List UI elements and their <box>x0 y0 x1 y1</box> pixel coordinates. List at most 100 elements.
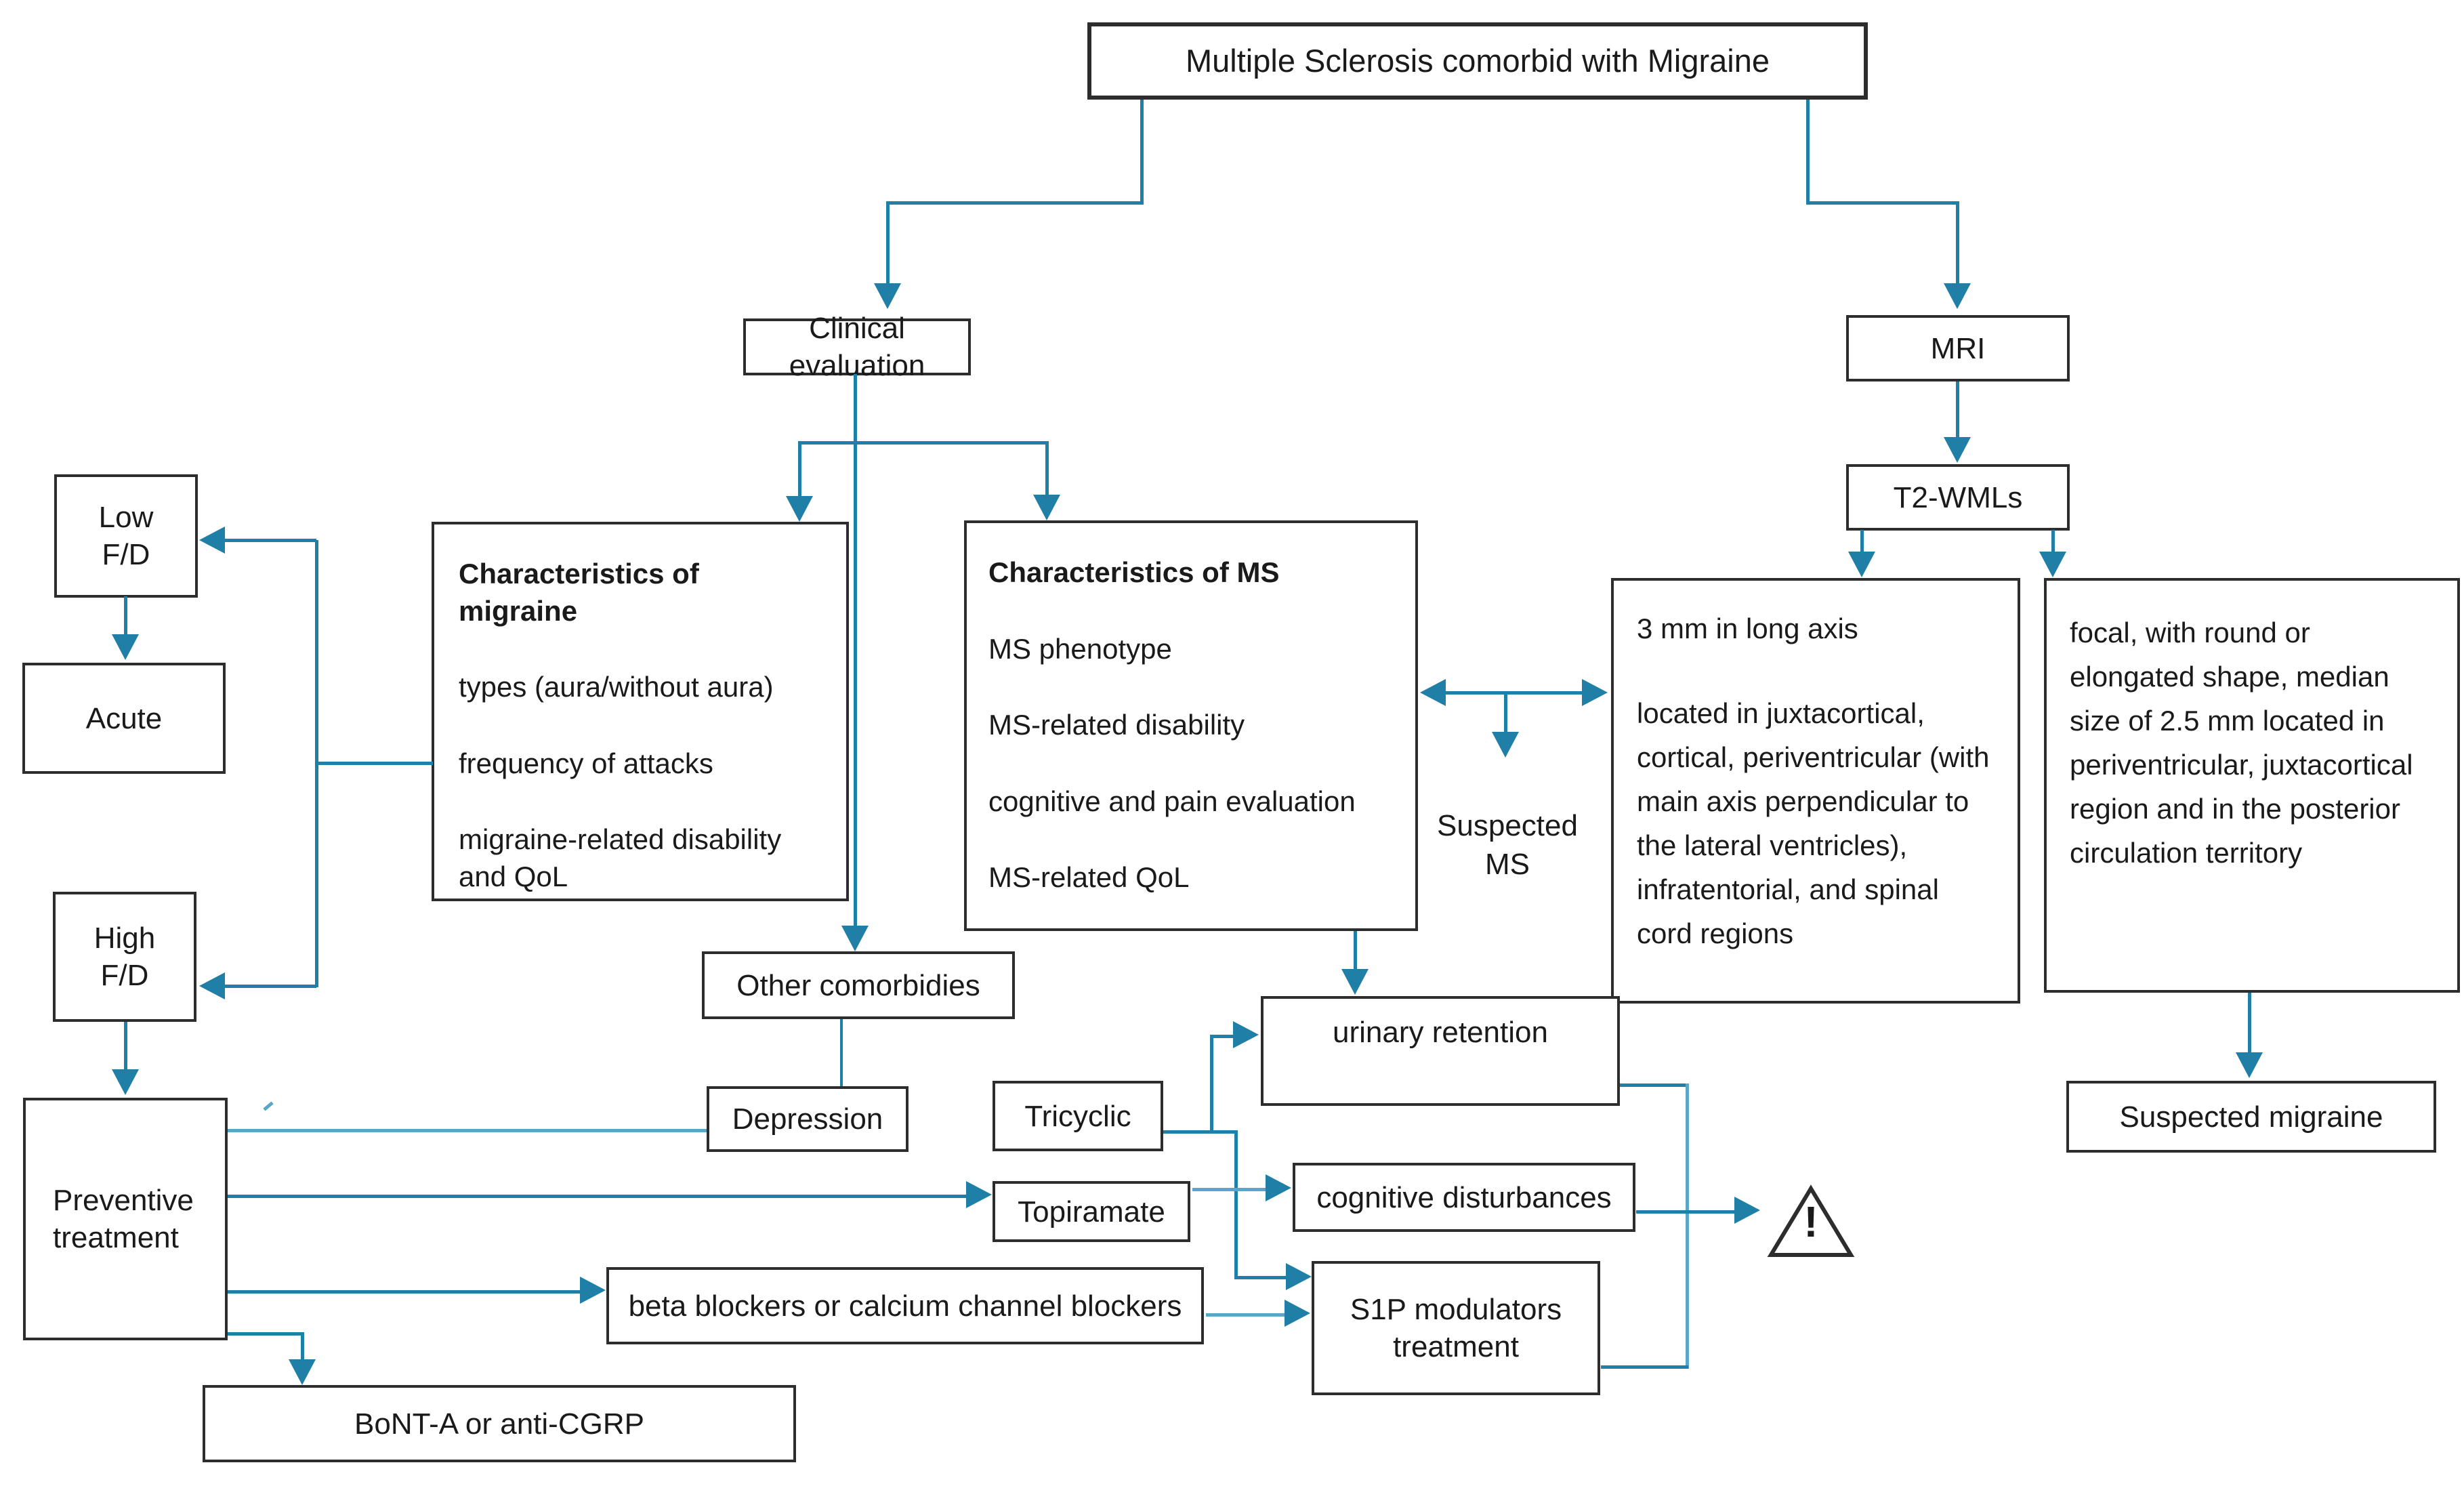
node-clinical-evaluation: Clinical evaluation <box>743 312 971 382</box>
node-low-fd: Low F/D <box>54 474 198 598</box>
node-t2-wmls: T2-WMLs <box>1846 464 2070 531</box>
arrowhead-acute <box>112 634 139 660</box>
node-s1p-modulators: S1P modulators treatment <box>1312 1261 1600 1395</box>
node-urinary-retention: urinary retention <box>1261 996 1620 1106</box>
ms-item-phenotype: MS phenotype <box>988 632 1172 665</box>
connector-title-right-v <box>1806 100 1810 205</box>
connector-preventive-bont-h <box>228 1332 304 1336</box>
arrowhead-suspected-ms <box>1492 732 1519 758</box>
node-characteristics-of-migraine: Characteristics of migraine types (aura/… <box>432 522 849 901</box>
preventive-line2: treatment <box>53 1221 179 1254</box>
connector-topiramate-cognitive <box>1192 1188 1268 1191</box>
connector-cognitive-warning <box>1636 1210 1737 1214</box>
ms-item-disability: MS-related disability <box>988 709 1245 741</box>
node-preventive-treatment: Preventive treatment <box>23 1098 228 1340</box>
arrowhead-characteristics-migraine <box>786 496 813 522</box>
arrowhead-t2 <box>1944 437 1971 463</box>
arrowhead-bont <box>289 1359 316 1385</box>
node-characteristics-of-ms: Characteristics of MS MS phenotype MS-re… <box>964 520 1418 931</box>
connector-urinary-collector <box>1620 1083 1688 1087</box>
node-beta-blockers: beta blockers or calcium channel blocker… <box>606 1267 1204 1344</box>
arrowhead-suspected-migraine <box>2236 1052 2263 1078</box>
arrowhead-urinary-top <box>1341 969 1369 995</box>
high-fd-line2: F/D <box>100 959 149 992</box>
node-wml-migraine-criteria: focal, with round or elongated shape, me… <box>2044 578 2460 993</box>
connector-double-arrow <box>1443 691 1583 695</box>
warning-triangle-icon <box>1767 1184 1855 1257</box>
connector-clinical-branch-h <box>798 441 1049 445</box>
stray-tick <box>263 1101 274 1111</box>
arrowhead-urinary-left <box>1233 1021 1259 1048</box>
arrowhead-double-right <box>1582 679 1608 706</box>
connector-t2-migrainebox <box>2051 530 2055 554</box>
arrowhead-s1p-top <box>1286 1263 1312 1290</box>
arrowhead-preventive <box>112 1069 139 1095</box>
ms-item-cognitive-pain: cognitive and pain evaluation <box>988 785 1356 817</box>
connector-title-right-h <box>1806 201 1959 205</box>
node-title: Multiple Sclerosis comorbid with Migrain… <box>1087 22 1868 100</box>
arrowhead-other-comorbidities <box>841 926 869 951</box>
connector-collector-v <box>1686 1083 1689 1369</box>
connector-suspected-ms-v <box>1504 693 1507 733</box>
connector-tricyclic-riser <box>1210 1035 1213 1134</box>
arrowhead-low-fd <box>199 527 225 554</box>
s1p-line2: treatment <box>1393 1330 1519 1363</box>
connector-comorb-depression <box>840 1019 843 1086</box>
node-high-fd: High F/D <box>53 892 196 1022</box>
connector-migraine-left <box>316 762 433 765</box>
characteristics-of-migraine-title: Characteristics of migraine <box>459 558 699 627</box>
connector-riser-urinary <box>1210 1035 1236 1038</box>
arrowhead-warning <box>1734 1197 1760 1224</box>
connector-high-fd-h <box>224 985 316 988</box>
suspected-ms-line2: MS <box>1485 848 1530 882</box>
node-mri: MRI <box>1846 315 2070 381</box>
connector-s1p-collector <box>1601 1365 1688 1369</box>
arrowhead-clinical <box>874 283 901 309</box>
connector-focal-suspmigraine <box>2248 993 2251 1054</box>
connector-title-clinical-v <box>886 201 890 286</box>
high-fd-line1: High <box>93 922 156 955</box>
connector-title-left-h <box>886 201 1144 205</box>
connector-fd-spine <box>315 540 318 987</box>
warning-exclamation: ! <box>1803 1197 1818 1246</box>
node-other-comorbidities: Other comorbidies <box>702 951 1015 1019</box>
connector-title-mri-v <box>1956 201 1959 286</box>
wml-ms-criteria-size: 3 mm in long axis <box>1637 613 1858 644</box>
connector-beta-s1p <box>1206 1313 1287 1317</box>
connector-preventive-depression <box>228 1129 707 1132</box>
connector-preventive-topiramate <box>228 1195 966 1198</box>
preventive-line1: Preventive <box>53 1184 194 1217</box>
connector-ms-urinary <box>1354 931 1357 970</box>
connector-branch-ms <box>1045 441 1049 496</box>
wml-ms-criteria-location: located in juxtacortical, cortical, peri… <box>1637 697 1990 950</box>
arrowhead-characteristics-ms <box>1033 495 1060 520</box>
migraine-item-disability: migraine-related disability and QoL <box>459 823 782 892</box>
connector-t2-msbox <box>1860 530 1864 554</box>
low-fd-line1: Low <box>98 501 154 534</box>
arrowhead-s1p-bottom <box>1285 1300 1310 1327</box>
low-fd-line2: F/D <box>102 538 150 571</box>
node-cognitive-disturbances: cognitive disturbances <box>1293 1163 1635 1232</box>
arrowhead-high-fd <box>199 972 225 999</box>
label-suspected-ms: Suspected MS <box>1423 806 1592 908</box>
connector-clinical-main-v <box>854 374 857 927</box>
arrowhead-wml-ms <box>1848 552 1875 577</box>
connector-tricyclic-out <box>1163 1130 1237 1134</box>
characteristics-of-ms-title: Characteristics of MS <box>988 556 1280 588</box>
connector-preventive-beta <box>228 1290 580 1294</box>
connector-title-left-v <box>1140 100 1144 205</box>
node-wml-ms-criteria: 3 mm in long axis located in juxtacortic… <box>1611 578 2020 1004</box>
wml-migraine-criteria-text: focal, with round or elongated shape, me… <box>2070 617 2413 869</box>
connector-branch-migraine <box>798 441 801 497</box>
migraine-item-types: types (aura/without aura) <box>459 671 774 703</box>
connector-high-preventive <box>124 1022 127 1071</box>
arrowhead-wml-migraine <box>2039 552 2066 577</box>
ms-item-qol: MS-related QoL <box>988 861 1190 894</box>
connector-low-acute <box>124 596 127 636</box>
arrowhead-double-left <box>1420 679 1446 706</box>
s1p-line1: S1P modulators <box>1350 1293 1562 1326</box>
connector-preventive-bont-v <box>301 1332 304 1362</box>
node-suspected-migraine: Suspected migraine <box>2066 1081 2436 1153</box>
arrowhead-beta-blockers <box>580 1277 606 1304</box>
